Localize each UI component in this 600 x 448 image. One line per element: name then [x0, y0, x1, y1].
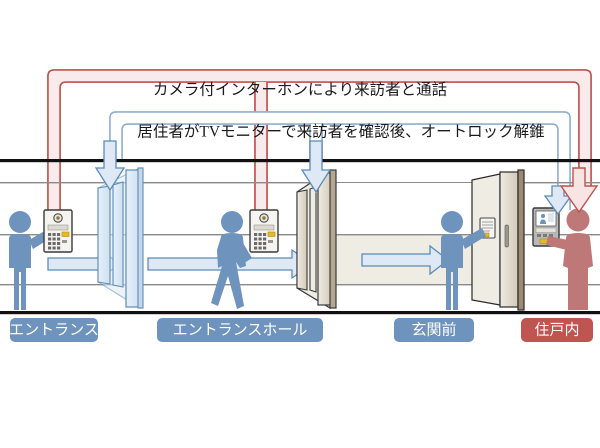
- zone-badge-front-door: 玄関前: [394, 318, 474, 342]
- visitor-image-head-icon: [540, 213, 546, 219]
- resident-body: [563, 233, 593, 310]
- inner-callout-band: [110, 112, 570, 210]
- camera-lens-inner-icon: [262, 216, 266, 220]
- zone-badge-entrance-hall: エントランスホール: [157, 318, 323, 342]
- tv-monitor-buttons[interactable]: [537, 234, 553, 237]
- auto-lock-door-leaf-b: [309, 186, 317, 293]
- signal-arrow-monitor-red-shape: [559, 167, 599, 214]
- visitor-entrance-body: [9, 234, 31, 310]
- visitor-image-body-icon: [540, 219, 546, 224]
- zone-badge-entrance-bg: [10, 318, 98, 342]
- resident: [546, 208, 593, 310]
- signal-arrow-lock-door: [300, 140, 332, 194]
- tv-monitor[interactable]: [532, 207, 560, 247]
- walk-arrow-3: [361, 244, 450, 276]
- intercom-hall-aux-button[interactable]: [268, 240, 273, 243]
- dwelling-door[interactable]: [471, 169, 525, 311]
- glass-door-frame: [137, 167, 144, 309]
- inner-callout-label: 居住者がTVモニターで来訪者を確認後、オートロック解錐: [137, 123, 544, 141]
- intercom-entrance-keypad[interactable]: [48, 233, 61, 250]
- visitor-hall-head: [221, 211, 243, 233]
- glass-panel-b: [112, 181, 124, 288]
- visitor-at-door-body: [441, 234, 463, 310]
- signal-arrow-glass-door-shape: [94, 140, 126, 192]
- call-button[interactable]: [267, 231, 276, 237]
- visitor-at-door-arm: [461, 228, 486, 249]
- tv-monitor-sidebar: [548, 213, 554, 222]
- zone-badges: エントランス エントランスホール 玄関前 住戸内: [9, 318, 593, 342]
- signal-arrow-glass-door: [94, 140, 126, 192]
- zone-badge-front-door-bg: [394, 318, 474, 342]
- outer-callout: カメラ付インターホンにより来訪者と通話: [47, 69, 592, 232]
- dwelling-door-jamb: [517, 169, 525, 311]
- zone-badge-entrance-hall-label: エントランスホール: [173, 322, 308, 338]
- glass-panel-a: [97, 185, 111, 285]
- visitor-at-door: [441, 211, 486, 310]
- floor-line: [0, 311, 600, 315]
- intercom-hall[interactable]: [249, 209, 279, 253]
- tv-monitor-info-strip: [535, 227, 557, 233]
- zone-badge-inside-unit-bg: [521, 318, 593, 342]
- intercom-entrance-name-strip: [47, 224, 69, 231]
- signal-arrow-lock-door-shape: [300, 140, 332, 194]
- visitor-entrance: [9, 211, 54, 310]
- zone-badge-entrance-label: エントランス: [9, 322, 99, 338]
- outer-callout-outline-b: [59, 81, 580, 232]
- auto-lock-door-leaf-a: [296, 189, 308, 291]
- resident-arm: [546, 236, 568, 250]
- visitor-hall: [211, 211, 252, 309]
- call-button[interactable]: [61, 231, 70, 237]
- outer-callout-label: カメラ付インターホンにより来訪者と通話: [153, 81, 447, 99]
- camera-lens-inner-icon: [56, 216, 60, 220]
- outer-callout-branch-fill: [255, 82, 267, 232]
- door-handle[interactable]: [504, 224, 509, 248]
- upper-wall-line: [0, 182, 600, 184]
- auto-lock-door-frame: [329, 169, 337, 309]
- zone-badge-inside-unit: 住戸内: [521, 318, 593, 342]
- zone-badge-inside-unit-label: 住戸内: [534, 321, 579, 338]
- intercom-hall-keypad[interactable]: [254, 233, 267, 250]
- inner-callout: 居住者がTVモニターで来訪者を確認後、オートロック解錐: [109, 111, 571, 210]
- visitor-hall-body: [211, 233, 246, 309]
- walk-arrow-3-shape: [361, 244, 450, 276]
- zone-badge-entrance-hall-bg: [157, 318, 323, 342]
- zone-badge-entrance: エントランス: [9, 318, 99, 342]
- inner-callout-outer-path-2: [109, 111, 571, 210]
- outer-callout-outline-a: [47, 69, 592, 232]
- intercom-entrance[interactable]: [43, 209, 73, 253]
- visitor-entrance-head: [9, 211, 31, 233]
- ceiling-line: [0, 159, 600, 163]
- visitor-hall-arm: [234, 238, 252, 262]
- auto-lock-door[interactable]: [296, 168, 337, 310]
- visitor-at-door-head: [441, 211, 463, 233]
- zone-badge-front-door-label: 玄関前: [411, 321, 456, 338]
- intercom-entrance-aux-button[interactable]: [62, 240, 67, 243]
- inner-callout-inner-path-2: [121, 123, 559, 210]
- resident-head: [566, 208, 590, 232]
- auto-glass-door: [97, 167, 144, 309]
- dwelling-door-panel: [499, 171, 519, 308]
- signal-arrow-monitor-red: [559, 167, 599, 214]
- intercom-hall-name-strip: [253, 224, 275, 231]
